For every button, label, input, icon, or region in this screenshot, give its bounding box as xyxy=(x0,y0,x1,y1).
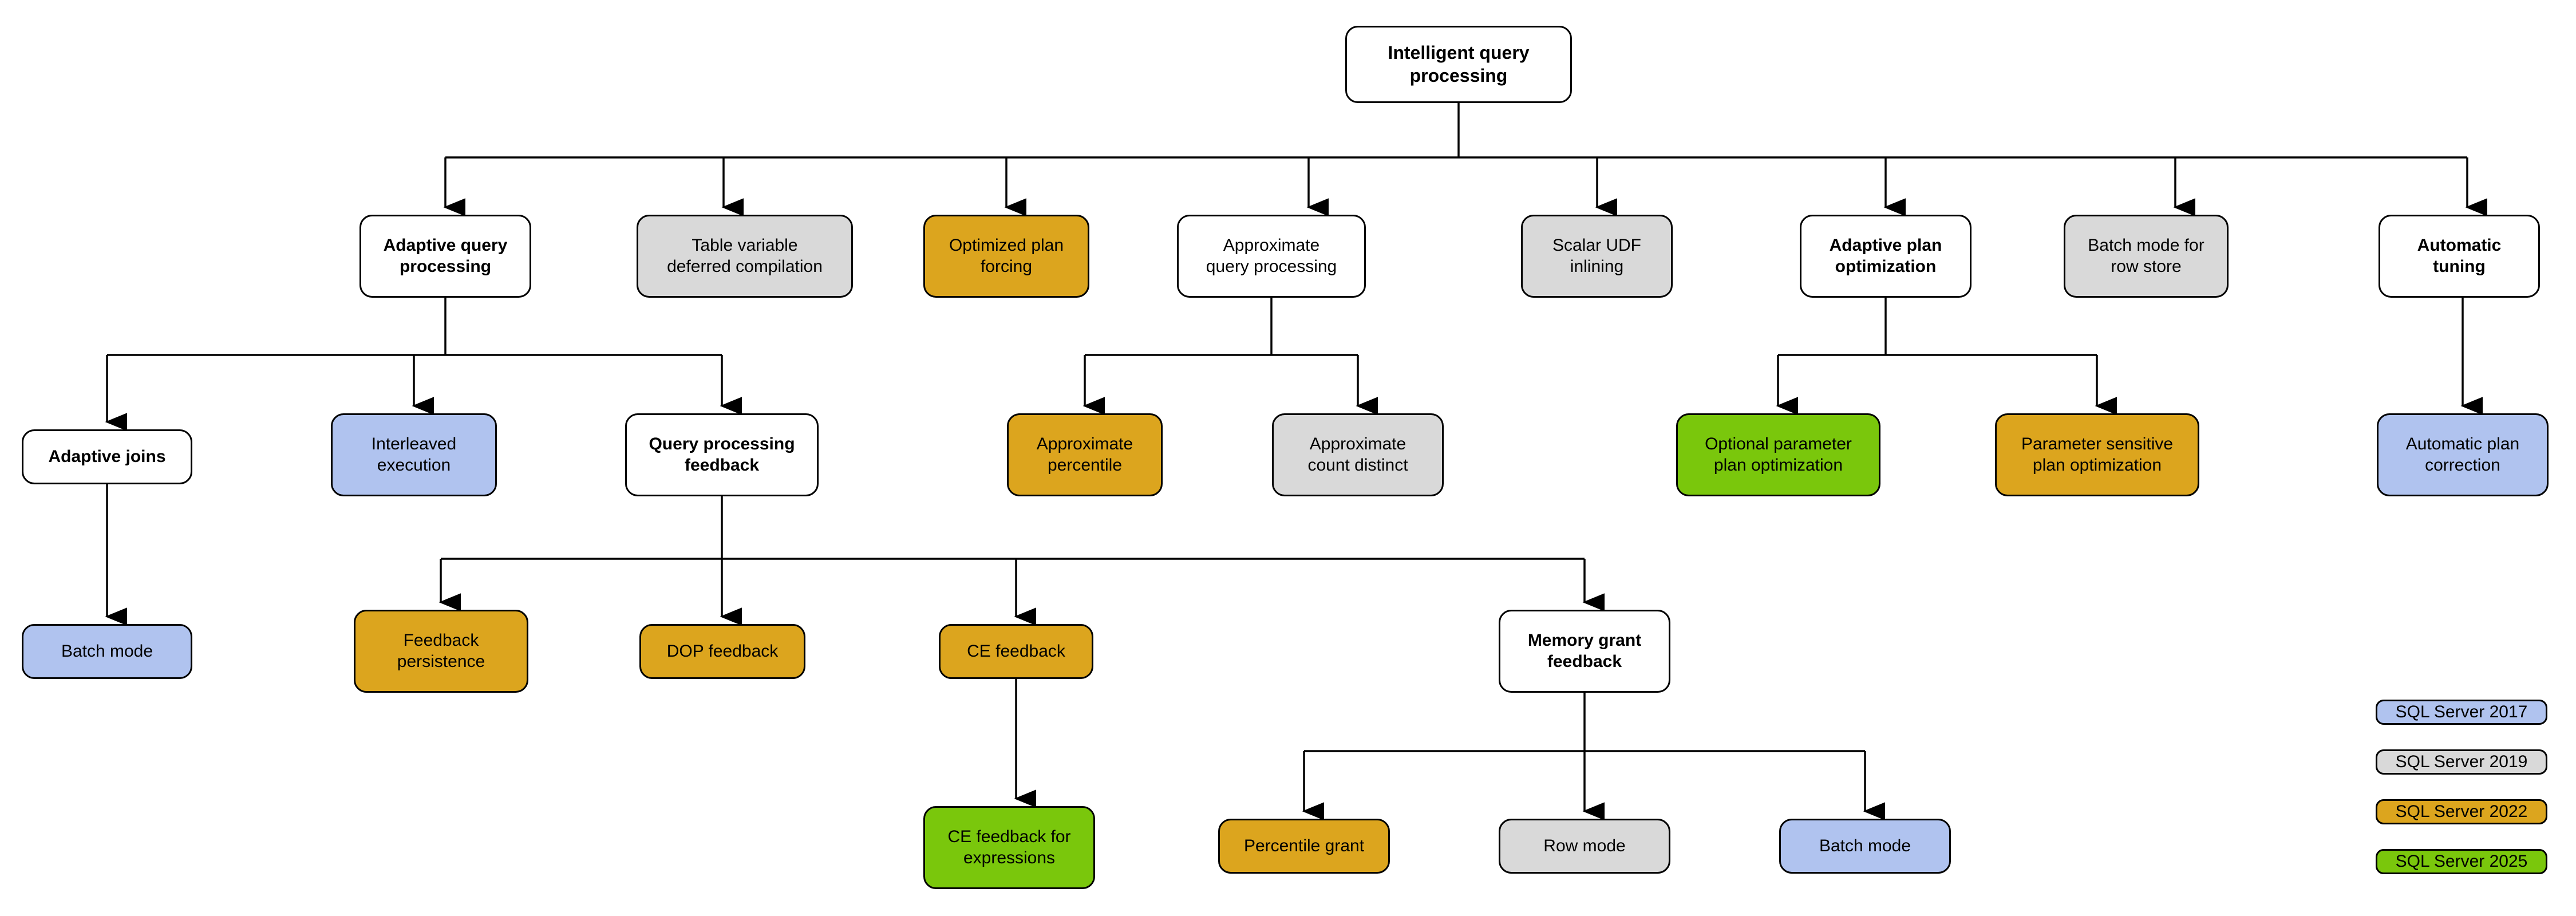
node-scalar-udf-inlining[interactable]: Scalar UDF inlining xyxy=(1521,215,1673,298)
legend-item-sql-server-2022: SQL Server 2022 xyxy=(2376,799,2547,824)
node-automatic-plan-correction[interactable]: Automatic plan correction xyxy=(2377,413,2549,496)
node-adaptive-query-processing[interactable]: Adaptive query processing xyxy=(359,215,531,298)
node-approximate-query-processing[interactable]: Approximate query processing xyxy=(1177,215,1366,298)
node-percentile-grant[interactable]: Percentile grant xyxy=(1218,819,1390,874)
node-batch-mode-for-row-store[interactable]: Batch mode for row store xyxy=(2064,215,2229,298)
node-row-mode[interactable]: Row mode xyxy=(1499,819,1670,874)
node-memory-grant-feedback[interactable]: Memory grant feedback xyxy=(1499,610,1670,693)
node-ce-feedback[interactable]: CE feedback xyxy=(939,624,1093,679)
node-optional-parameter-plan-optimization[interactable]: Optional parameter plan optimization xyxy=(1676,413,1880,496)
node-approximate-percentile[interactable]: Approximate percentile xyxy=(1007,413,1163,496)
node-dop-feedback[interactable]: DOP feedback xyxy=(639,624,805,679)
node-table-variable-deferred-compilation[interactable]: Table variable deferred compilation xyxy=(637,215,853,298)
node-batch-mode-adaptive-joins[interactable]: Batch mode xyxy=(22,624,192,679)
node-query-processing-feedback[interactable]: Query processing feedback xyxy=(625,413,819,496)
node-ce-feedback-for-expressions[interactable]: CE feedback for expressions xyxy=(923,806,1095,889)
node-parameter-sensitive-plan-optimization[interactable]: Parameter sensitive plan optimization xyxy=(1995,413,2199,496)
node-intelligent-query-processing[interactable]: Intelligent query processing xyxy=(1345,26,1572,103)
node-approximate-count-distinct[interactable]: Approximate count distinct xyxy=(1272,413,1444,496)
legend-item-sql-server-2019: SQL Server 2019 xyxy=(2376,749,2547,775)
node-feedback-persistence[interactable]: Feedback persistence xyxy=(354,610,528,693)
legend-item-sql-server-2017: SQL Server 2017 xyxy=(2376,700,2547,725)
node-automatic-tuning[interactable]: Automatic tuning xyxy=(2379,215,2540,298)
node-adaptive-plan-optimization[interactable]: Adaptive plan optimization xyxy=(1800,215,1971,298)
legend-item-sql-server-2025: SQL Server 2025 xyxy=(2376,849,2547,874)
node-interleaved-execution[interactable]: Interleaved execution xyxy=(331,413,497,496)
node-optimized-plan-forcing[interactable]: Optimized plan forcing xyxy=(923,215,1089,298)
node-adaptive-joins[interactable]: Adaptive joins xyxy=(22,429,192,484)
node-batch-mode-memory-grant[interactable]: Batch mode xyxy=(1779,819,1951,874)
